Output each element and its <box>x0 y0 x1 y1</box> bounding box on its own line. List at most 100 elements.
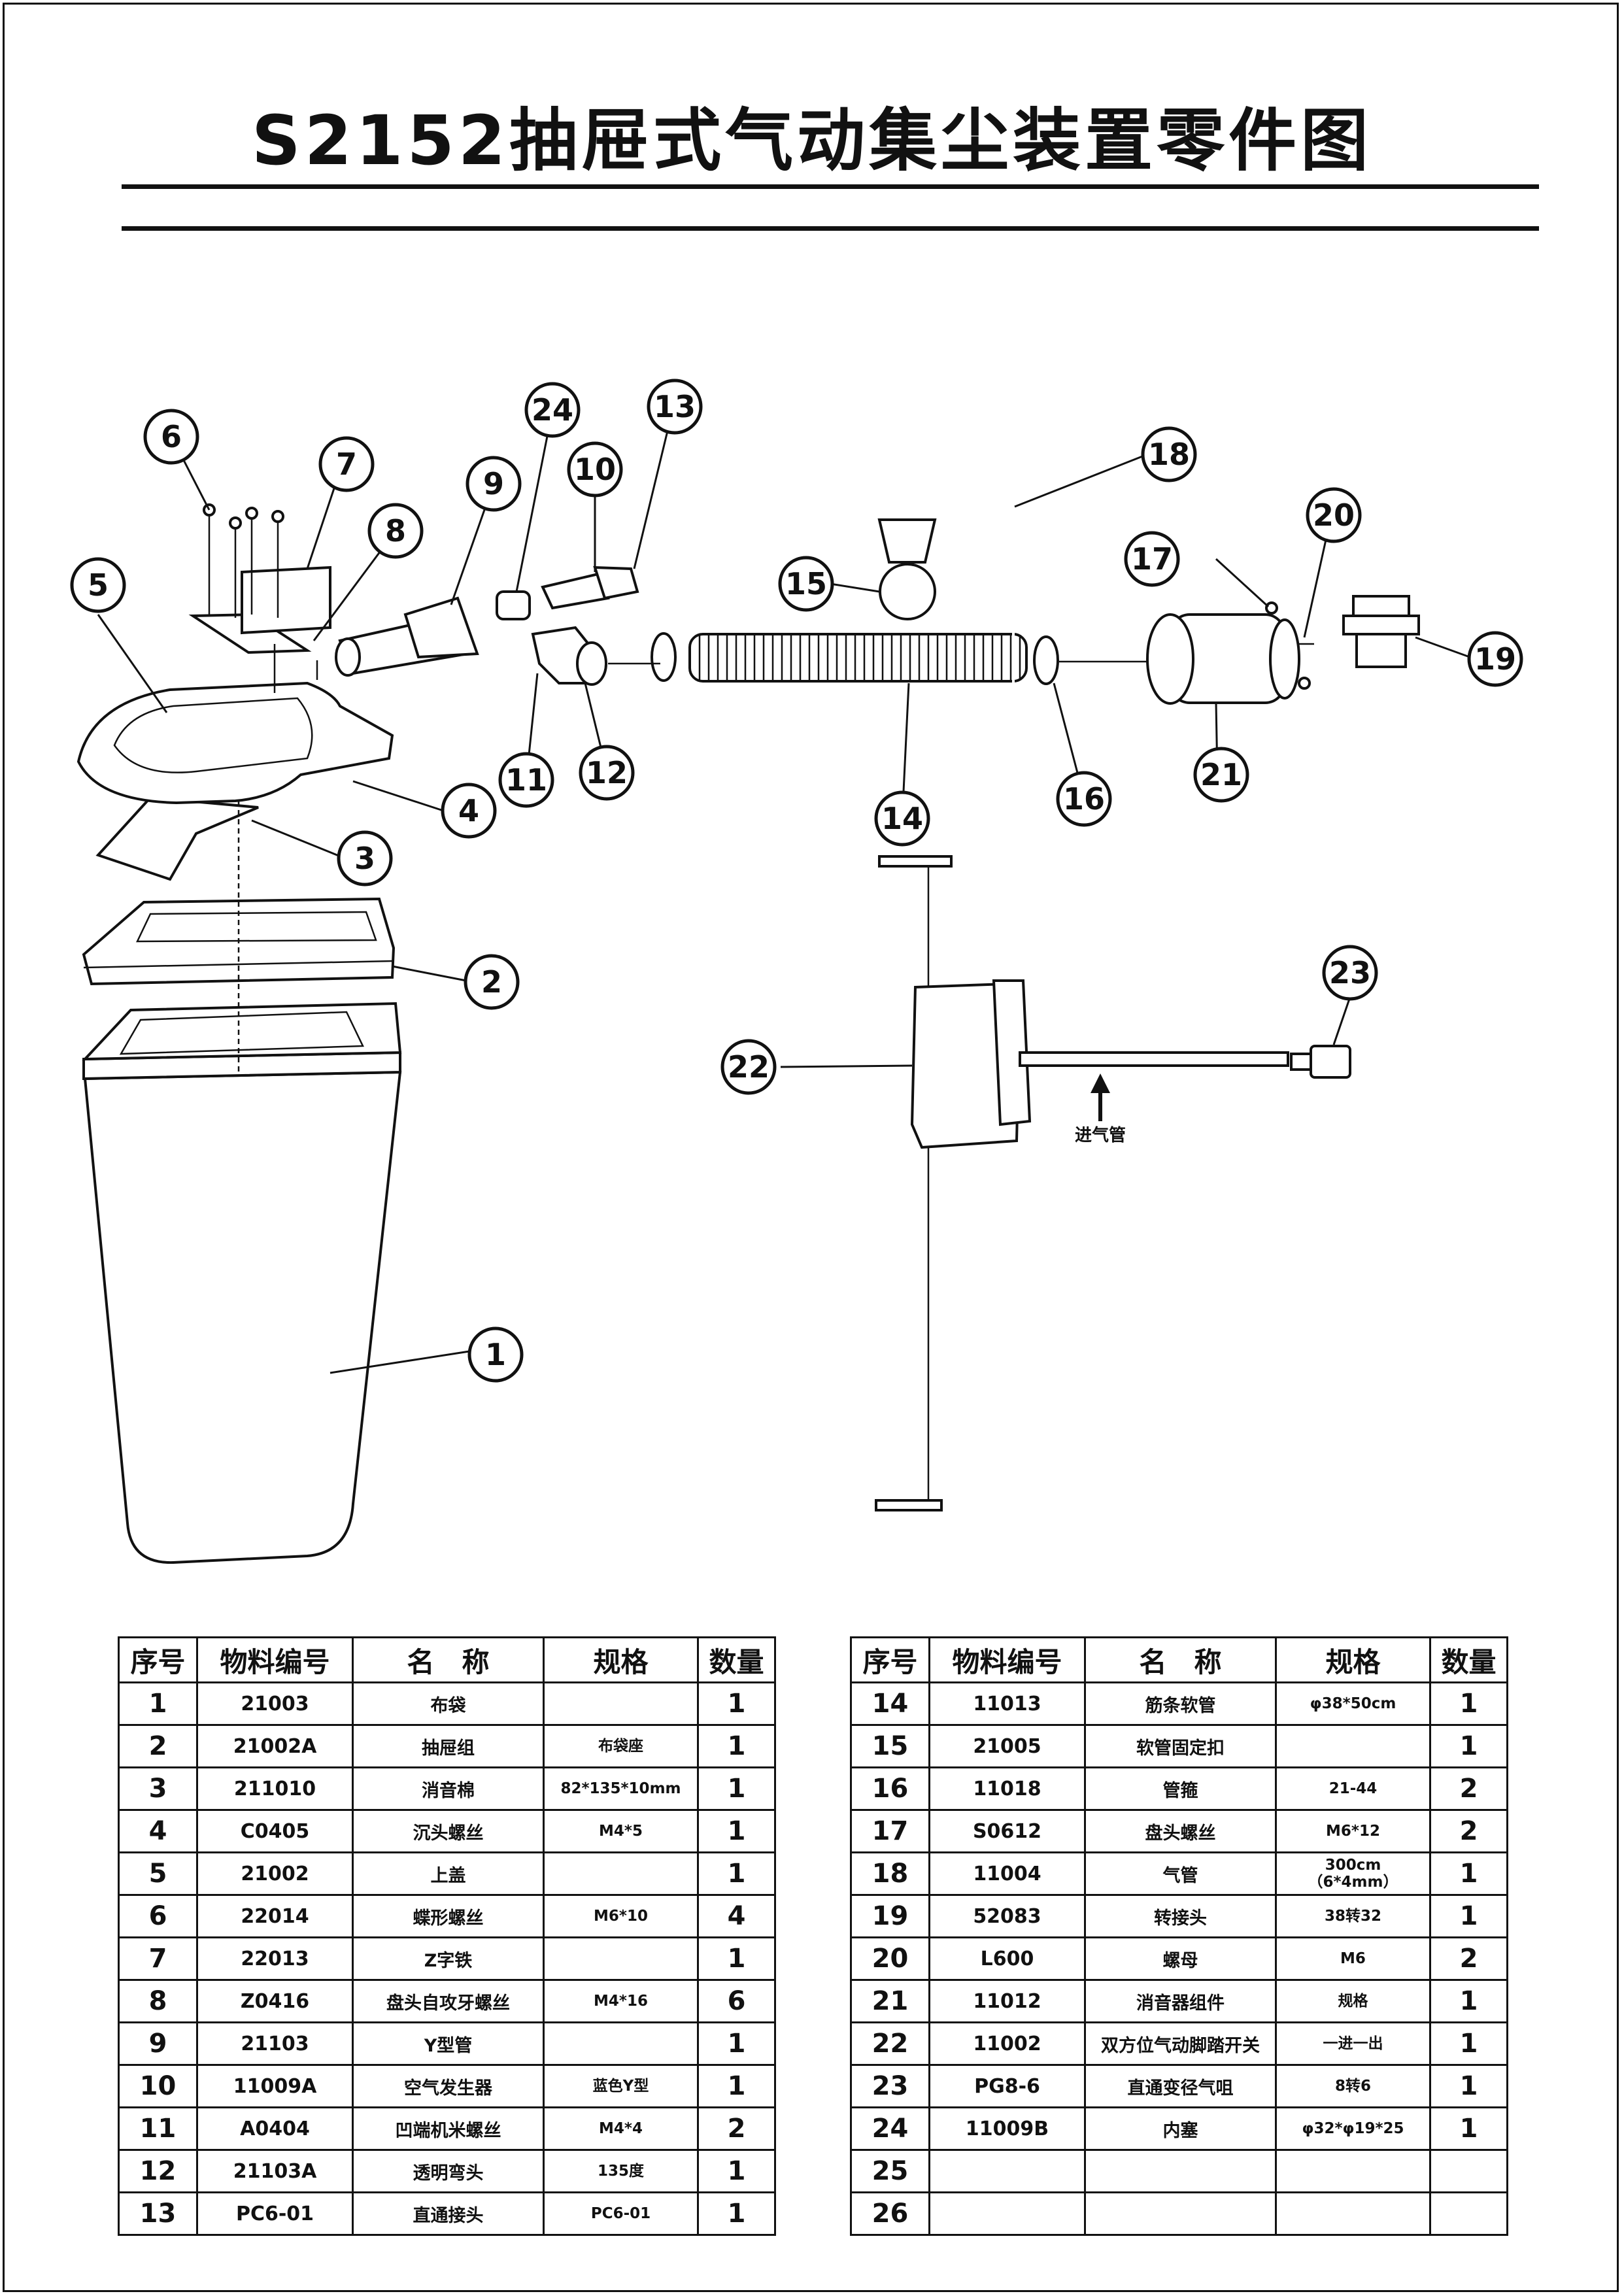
part-air-generator <box>541 566 639 610</box>
callout-11: 11 <box>498 752 554 808</box>
cell-code <box>928 2191 1086 2236</box>
cell-qty: 1 <box>697 1809 776 1853</box>
cell-index: 20 <box>850 1936 930 1981</box>
cell-index: 1 <box>118 1681 198 1726</box>
cell-qty: 1 <box>1429 2021 1508 2066</box>
table-row: 26 <box>850 2191 1508 2236</box>
callout-15: 15 <box>778 556 834 612</box>
cell-index: 17 <box>850 1809 930 1853</box>
callout-4: 4 <box>441 783 497 839</box>
cell-name: 空气发生器 <box>352 2064 545 2108</box>
cell-qty: 1 <box>697 2149 776 2193</box>
cell-qty <box>1429 2191 1508 2236</box>
cell-code: 11013 <box>928 1681 1086 1726</box>
callout-7: 7 <box>318 436 375 492</box>
cell-qty: 1 <box>1429 1681 1508 1726</box>
cell-code: 211010 <box>196 1766 354 1811</box>
cell-index: 11 <box>118 2106 198 2151</box>
svg-text:1: 1 <box>485 1337 506 1372</box>
cell-index: 5 <box>118 1851 198 1896</box>
cell-spec: 8转6 <box>1275 2064 1431 2108</box>
callout-13: 13 <box>647 379 703 435</box>
part-ribbed-hose <box>688 633 1028 683</box>
cell-qty: 1 <box>697 2064 776 2108</box>
header-qty: 数量 <box>697 1636 776 1683</box>
part-y-pipe <box>335 596 479 677</box>
cell-spec <box>1275 1724 1431 1768</box>
part-dust-bag <box>82 1002 402 1564</box>
cell-qty: 1 <box>697 1851 776 1896</box>
callout-20: 20 <box>1306 487 1362 543</box>
svg-text:12: 12 <box>586 755 628 790</box>
cell-name: 盘头自攻牙螺丝 <box>352 1979 545 2023</box>
cell-name: 软管固定扣 <box>1084 1724 1277 1768</box>
callout-18: 18 <box>1141 426 1197 482</box>
cell-name: 消音棉 <box>352 1766 545 1811</box>
table-header-row: 序号 物料编号 名 称 规格 数量 <box>118 1636 776 1683</box>
header-name: 名 称 <box>352 1636 545 1683</box>
part-wing-screws <box>203 503 284 618</box>
table-row: 25 <box>850 2149 1508 2193</box>
callout-23: 23 <box>1322 945 1378 1001</box>
exploded-parts-drawing: 进气管 1 <box>70 379 1523 1564</box>
svg-text:6: 6 <box>161 419 182 454</box>
svg-text:9: 9 <box>483 466 504 501</box>
cell-index: 23 <box>850 2064 930 2108</box>
cell-name: 上盖 <box>352 1851 545 1896</box>
cell-spec <box>543 1681 699 1726</box>
svg-text:20: 20 <box>1313 498 1355 533</box>
header-index: 序号 <box>118 1636 198 1683</box>
part-reducer-nozzle <box>1290 1045 1351 1079</box>
part-top-cover <box>76 681 394 805</box>
header-spec: 规格 <box>1275 1636 1431 1683</box>
cell-code: PG8-6 <box>928 2064 1086 2108</box>
svg-text:10: 10 <box>574 452 616 487</box>
cell-qty: 1 <box>697 1936 776 1981</box>
cell-name: 布袋 <box>352 1681 545 1726</box>
callout-5: 5 <box>70 557 126 613</box>
cell-name: Z字铁 <box>352 1936 545 1981</box>
cell-spec <box>543 1851 699 1896</box>
cell-code: S0612 <box>928 1809 1086 1853</box>
cell-spec-line1: 300cm <box>1325 1857 1381 1874</box>
svg-text:8: 8 <box>385 513 406 549</box>
part-adapter <box>1342 595 1420 668</box>
svg-text:22: 22 <box>728 1049 770 1085</box>
part-clamp-left <box>651 632 677 682</box>
cell-code: 11002 <box>928 2021 1086 2066</box>
title-rule-top <box>122 184 1539 189</box>
cell-code: C0405 <box>196 1809 354 1853</box>
cell-name: 转接头 <box>1084 1894 1277 1938</box>
header-name: 名 称 <box>1084 1636 1277 1683</box>
cell-spec: PC6-01 <box>543 2191 699 2236</box>
svg-text:15: 15 <box>785 566 827 601</box>
cell-code: 11012 <box>928 1979 1086 2023</box>
svg-text:14: 14 <box>881 801 923 836</box>
cell-index: 18 <box>850 1851 930 1896</box>
cell-spec <box>543 2021 699 2066</box>
cell-spec: 布袋座 <box>543 1724 699 1768</box>
cell-qty: 6 <box>697 1979 776 2023</box>
cell-spec: M4*16 <box>543 1979 699 2023</box>
svg-text:13: 13 <box>654 389 696 424</box>
cell-code: 21003 <box>196 1681 354 1726</box>
part-silencer-cotton <box>95 796 259 881</box>
cell-code: 21103A <box>196 2149 354 2193</box>
callout-17: 17 <box>1124 531 1180 587</box>
part-inner-plug <box>496 590 531 620</box>
